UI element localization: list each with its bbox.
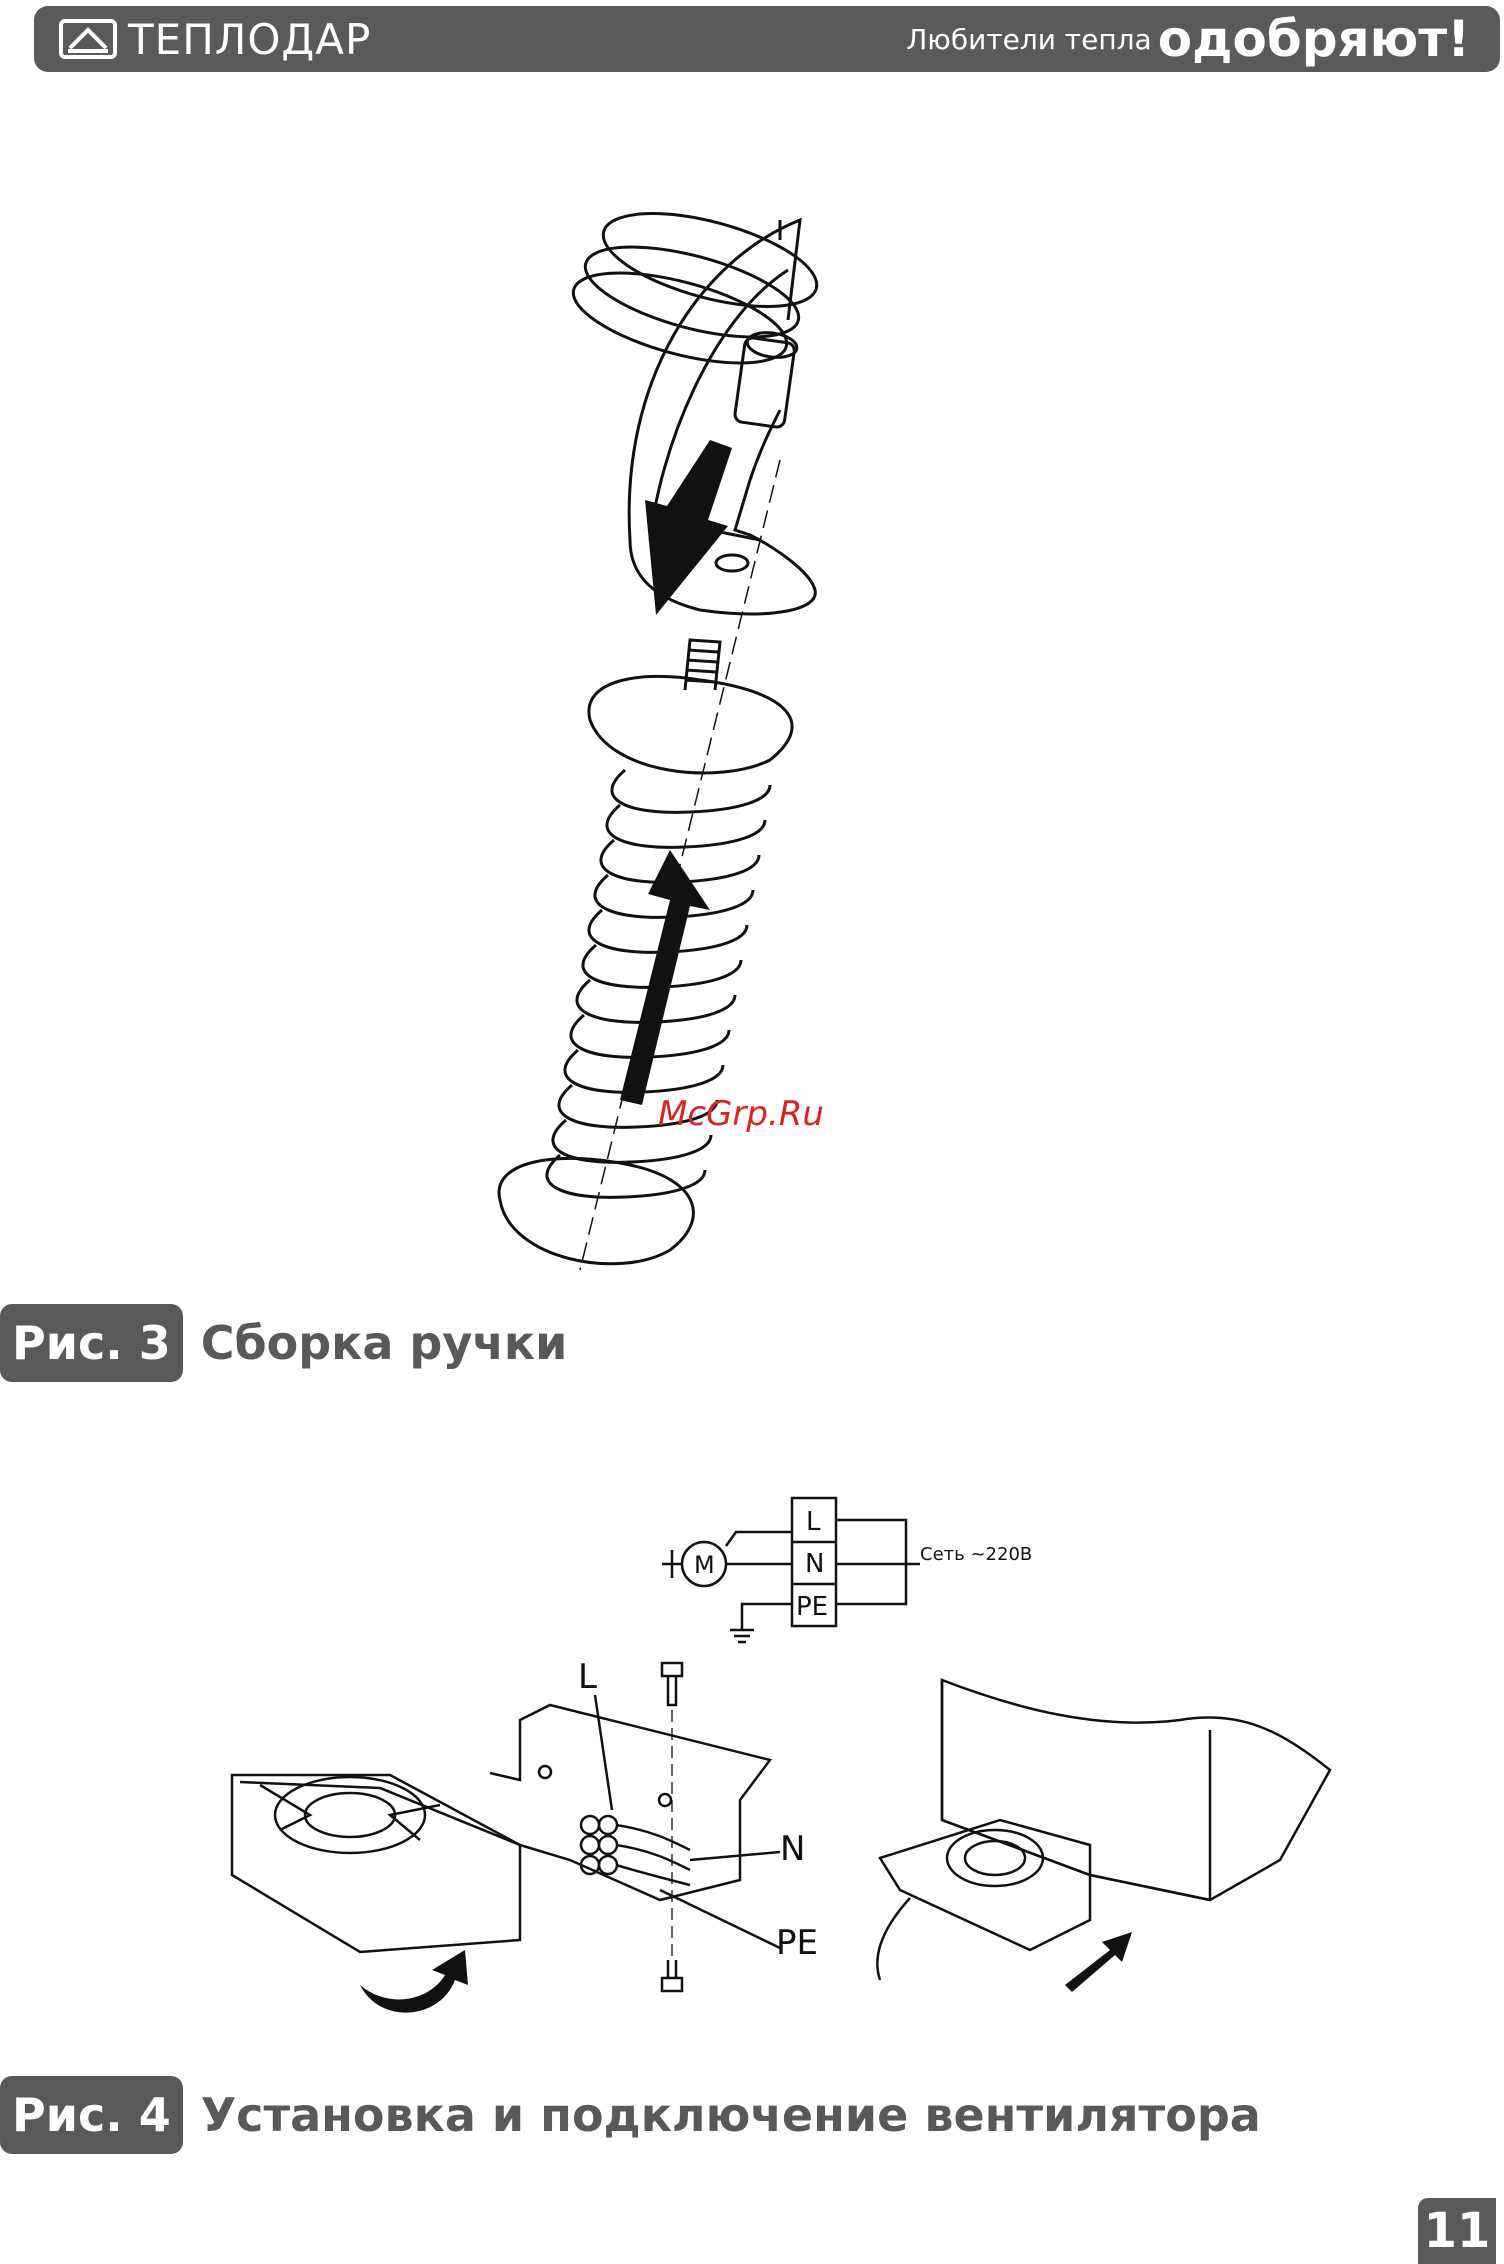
insert-arrow: [1065, 1932, 1132, 1992]
brand-name: ТЕПЛОДАР: [128, 15, 371, 64]
page-number: 11: [1418, 2198, 1496, 2264]
page-header: ТЕПЛОДАР Любители тепла одобряют!: [34, 6, 1500, 72]
handle-bottom-disc: [499, 1158, 693, 1263]
figure3-title: Сборка ручки: [201, 1316, 568, 1370]
heater-body: [942, 1680, 1330, 1900]
slogan-big: одобряют!: [1158, 10, 1470, 68]
mounting-plate: [490, 1705, 770, 1900]
arrow-up: [620, 850, 710, 1105]
schematic-M: M: [694, 1551, 715, 1579]
schematic-L: L: [806, 1507, 821, 1537]
schematic-network: Сеть ~220В: [920, 1544, 1032, 1565]
arrow-down: [645, 440, 732, 615]
ring-3: [564, 255, 795, 381]
rotate-arrow: [360, 1950, 468, 2013]
figure3-badge: Рис. 3: [0, 1304, 183, 1382]
label-L: L: [578, 1657, 597, 1697]
watermark: McGrp.Ru: [658, 1094, 824, 1134]
fan-housing: [232, 1775, 520, 1952]
figure3-caption: Рис. 3 Сборка ручки: [0, 1304, 567, 1382]
slogan-small: Любители тепла: [906, 23, 1152, 56]
brand-house-icon: [58, 18, 118, 60]
schematic-PE: PE: [796, 1592, 828, 1622]
ring-2: [576, 229, 807, 355]
figure4-illustration: L N PE M Сеть ~220В L N PE: [220, 1480, 1370, 2040]
label-PE: PE: [776, 1923, 818, 1963]
handle-top-disc: [589, 676, 792, 773]
brand-logo: ТЕПЛОДАР: [58, 16, 371, 62]
figure4-badge: Рис. 4: [0, 2076, 183, 2154]
figure4-caption: Рис. 4 Установка и подключение вентилято…: [0, 2076, 1261, 2154]
label-N: N: [780, 1829, 805, 1869]
figure4-title: Установка и подключение вентилятора: [201, 2088, 1261, 2142]
slogan: Любители тепла одобряют!: [906, 6, 1470, 72]
schematic-N: N: [805, 1549, 824, 1579]
